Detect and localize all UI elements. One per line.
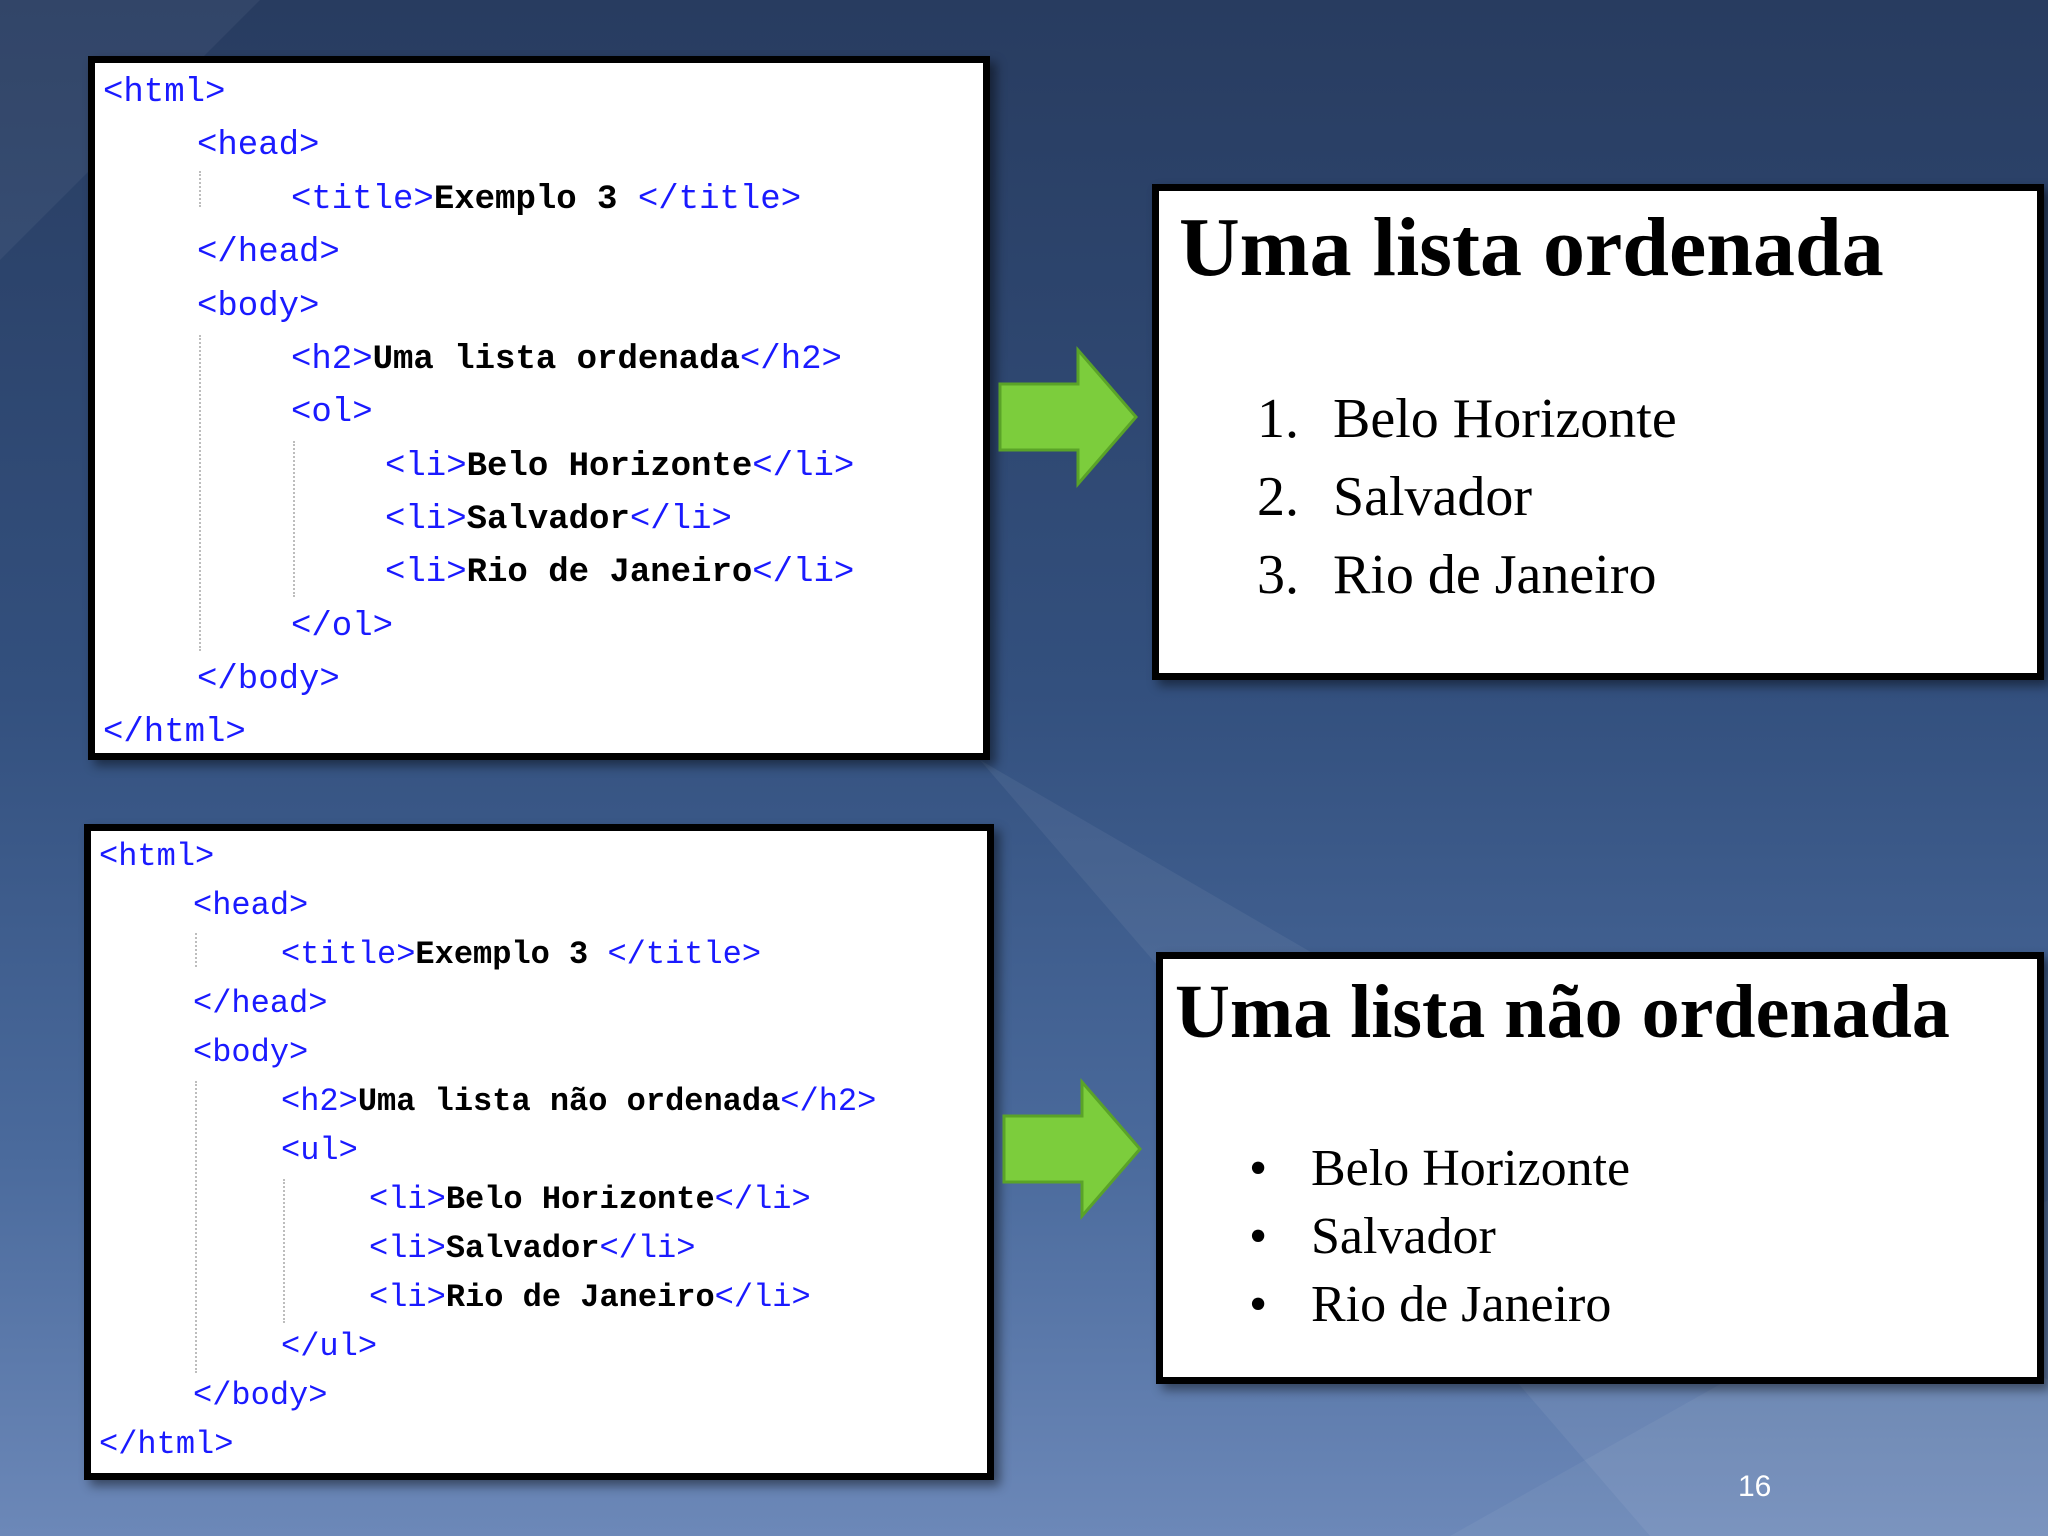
render-box-ordered-list: Uma lista ordenada 1. Belo Horizonte 2. … xyxy=(1152,184,2044,680)
indent-guide xyxy=(199,171,201,207)
code-line-li-1: <li>Belo Horizonte</li> xyxy=(385,448,855,486)
code-line-body-close: </body> xyxy=(193,1377,328,1414)
list-item-text: Belo Horizonte xyxy=(1333,388,1677,450)
code-line-body-open: <body> xyxy=(197,288,320,326)
code-line-li-2: <li>Salvador</li> xyxy=(369,1230,696,1267)
code-line-li-3: <li>Rio de Janeiro</li> xyxy=(385,554,855,592)
list-item: 1. xyxy=(1257,387,1299,451)
indent-guide xyxy=(195,1081,197,1373)
code-line-head-close: </head> xyxy=(193,985,328,1022)
list-bullet: • xyxy=(1249,1208,1268,1265)
render-box-unordered-list: Uma lista não ordenada • Belo Horizonte … xyxy=(1156,952,2044,1384)
list-item: 3. xyxy=(1257,543,1299,607)
list-bullet: • xyxy=(1249,1276,1268,1333)
code-box-unordered-list: <html> <head> <title>Exemplo 3 </title> … xyxy=(84,824,994,1480)
list-item-text: Salvador xyxy=(1333,466,1533,528)
render-title: Uma lista não ordenada xyxy=(1175,970,1950,1054)
list-item: 2. xyxy=(1257,465,1299,529)
code-line-ol-open: <ol> xyxy=(291,394,373,432)
code-line-ol-close: </ol> xyxy=(291,608,394,646)
code-line-ul-close: </ul> xyxy=(281,1328,378,1365)
list-item-text: Rio de Janeiro xyxy=(1311,1276,1612,1333)
code-line-head-open: <head> xyxy=(197,127,320,165)
list-marker: 1. xyxy=(1257,388,1299,450)
indent-guide xyxy=(293,441,295,597)
list-item-text: Rio de Janeiro xyxy=(1333,544,1657,606)
code-line-body-open: <body> xyxy=(193,1034,309,1071)
arrow-right-icon xyxy=(1002,1077,1142,1221)
code-line-ul-open: <ul> xyxy=(281,1132,358,1169)
list-bullet: • xyxy=(1249,1140,1268,1197)
indent-guide xyxy=(195,933,197,967)
code-line-head-close: </head> xyxy=(197,234,340,272)
page-number: 16 xyxy=(1738,1470,1772,1503)
list-marker: 3. xyxy=(1257,544,1299,606)
code-line-h2: <h2>Uma lista não ordenada</h2> xyxy=(281,1083,877,1120)
code-box-ordered-list: <html> <head> <title>Exemplo 3 </title> … xyxy=(88,56,990,760)
code-line-head-open: <head> xyxy=(193,887,309,924)
code-line-title: <title>Exemplo 3 </title> xyxy=(281,936,762,973)
list-item-text: Belo Horizonte xyxy=(1311,1140,1631,1197)
list-marker: 2. xyxy=(1257,466,1299,528)
code-line-html-close: </html> xyxy=(103,714,246,752)
code-line-html-open: <html> xyxy=(99,838,215,875)
code-line-li-1: <li>Belo Horizonte</li> xyxy=(369,1181,811,1218)
arrow-right-icon xyxy=(998,345,1138,489)
code-line-body-close: </body> xyxy=(197,661,340,699)
code-line-li-2: <li>Salvador</li> xyxy=(385,501,732,539)
code-line-h2: <h2>Uma lista ordenada</h2> xyxy=(291,341,842,379)
code-line-html-close: </html> xyxy=(99,1426,234,1463)
indent-guide xyxy=(199,335,201,651)
code-line-title: <title>Exemplo 3 </title> xyxy=(291,181,802,219)
code-line-li-3: <li>Rio de Janeiro</li> xyxy=(369,1279,811,1316)
indent-guide xyxy=(283,1179,285,1323)
render-title: Uma lista ordenada xyxy=(1179,201,1884,294)
code-line-html-open: <html> xyxy=(103,74,226,112)
list-item-text: Salvador xyxy=(1311,1208,1496,1265)
